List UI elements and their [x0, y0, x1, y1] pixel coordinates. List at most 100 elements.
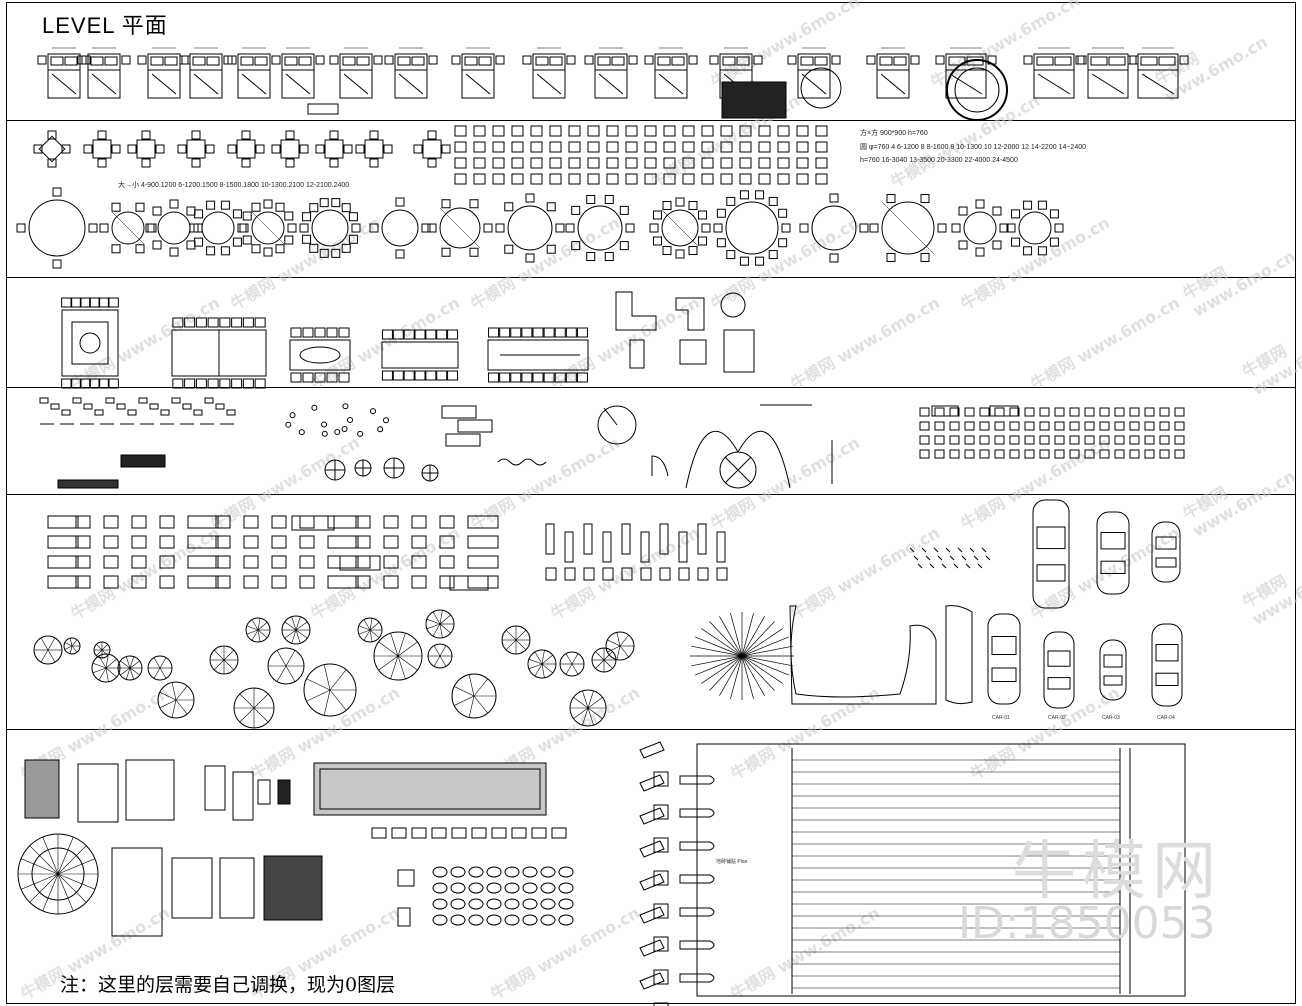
- plant-frond: [251, 629, 259, 641]
- chair: [195, 378, 207, 389]
- chair: [309, 203, 319, 213]
- sofa-chair: [131, 535, 147, 549]
- sofa-chair: [187, 575, 219, 589]
- plant-frond: [253, 693, 269, 709]
- car-windshield: [1103, 654, 1123, 668]
- blanket-crease: [465, 73, 491, 95]
- furniture-icon: [431, 827, 447, 839]
- hatch-line: [439, 207, 481, 249]
- node: [347, 417, 353, 423]
- chair: [383, 144, 393, 154]
- appliance: [621, 523, 631, 555]
- bed-frame: [797, 53, 831, 99]
- chair: [79, 378, 91, 389]
- lounge-icon: [486, 914, 502, 926]
- fixture-symbol: [171, 397, 181, 404]
- plant-frond: [439, 610, 443, 625]
- sofa-chair: [439, 515, 455, 529]
- plant-frond: [534, 651, 543, 665]
- blanket-crease: [598, 73, 624, 95]
- tree-branch: [741, 655, 775, 691]
- chair: [242, 378, 254, 389]
- chair: [1049, 237, 1059, 247]
- plant-frond: [369, 618, 373, 631]
- sofa-chair: [187, 555, 219, 569]
- chair: [799, 223, 809, 233]
- plant-frond: [159, 667, 167, 679]
- chair: [951, 223, 961, 233]
- chair: [958, 240, 968, 250]
- chair: [285, 158, 295, 168]
- carpet-pattern: [171, 857, 213, 919]
- sofa-chair: [215, 515, 231, 529]
- chair: [341, 203, 351, 213]
- chair-icon: [796, 173, 809, 185]
- lounge-icon: [504, 898, 520, 910]
- plant-frond: [295, 616, 301, 631]
- chair: [242, 317, 254, 328]
- chair-icon: [758, 125, 771, 137]
- chair: [369, 130, 379, 140]
- chair: [768, 250, 778, 260]
- chair: [510, 372, 522, 383]
- plant-frond: [129, 667, 134, 680]
- plant-frond: [515, 639, 527, 651]
- sanitary-fixture: [1129, 449, 1140, 459]
- pillow: [342, 56, 356, 66]
- bed-frame: [1137, 53, 1179, 99]
- appliance: [678, 567, 690, 581]
- plant-frond: [306, 678, 331, 691]
- sofa-chair: [439, 535, 455, 549]
- appliance: [564, 531, 574, 563]
- chair: [619, 241, 629, 251]
- sofa-chair: [159, 515, 175, 529]
- chair: [739, 256, 749, 266]
- chair: [525, 193, 535, 203]
- plant-frond: [246, 629, 259, 635]
- plant-frond: [171, 682, 177, 701]
- plant-frond: [432, 623, 441, 637]
- furniture-icon: [531, 827, 547, 839]
- node: [298, 429, 305, 436]
- stair-post: [653, 969, 669, 985]
- chair-icon: [644, 173, 657, 185]
- pillow: [254, 56, 268, 66]
- chair-icon: [777, 141, 790, 153]
- pillow: [50, 56, 64, 66]
- sanitary-fixture: [1039, 407, 1050, 417]
- chair: [521, 372, 533, 383]
- furniture-icon: [511, 827, 527, 839]
- plant-frond: [571, 653, 579, 665]
- fixture-symbol: [94, 409, 104, 416]
- plant-frond: [285, 650, 296, 667]
- plant-frond: [98, 655, 107, 669]
- rosette-spoke: [57, 858, 96, 875]
- sofa-chair: [327, 575, 359, 589]
- chair-icon: [587, 141, 600, 153]
- chair: [436, 370, 448, 381]
- stair-post: [653, 903, 669, 919]
- chair: [525, 253, 535, 263]
- sofa-chair: [187, 535, 219, 549]
- chair: [184, 378, 196, 389]
- chair: [241, 158, 251, 168]
- chair: [52, 259, 62, 269]
- chair: [152, 240, 162, 250]
- plant-frond: [105, 654, 109, 669]
- nightstand: [121, 55, 131, 65]
- chair: [242, 235, 252, 245]
- sanitary-fixture: [934, 449, 945, 459]
- chair: [206, 246, 216, 256]
- sofa-chair: [187, 515, 219, 529]
- appliance: [678, 531, 688, 563]
- plant-frond: [534, 663, 543, 677]
- rosette-spoke: [29, 845, 59, 875]
- node: [321, 421, 328, 428]
- carpet-pattern: [263, 855, 323, 921]
- sofa-chair: [411, 515, 427, 529]
- round-table: [661, 209, 699, 247]
- chair: [586, 194, 596, 204]
- sanitary-fixture: [919, 435, 930, 445]
- plant-frond: [582, 690, 589, 709]
- sofa-chair: [75, 515, 91, 529]
